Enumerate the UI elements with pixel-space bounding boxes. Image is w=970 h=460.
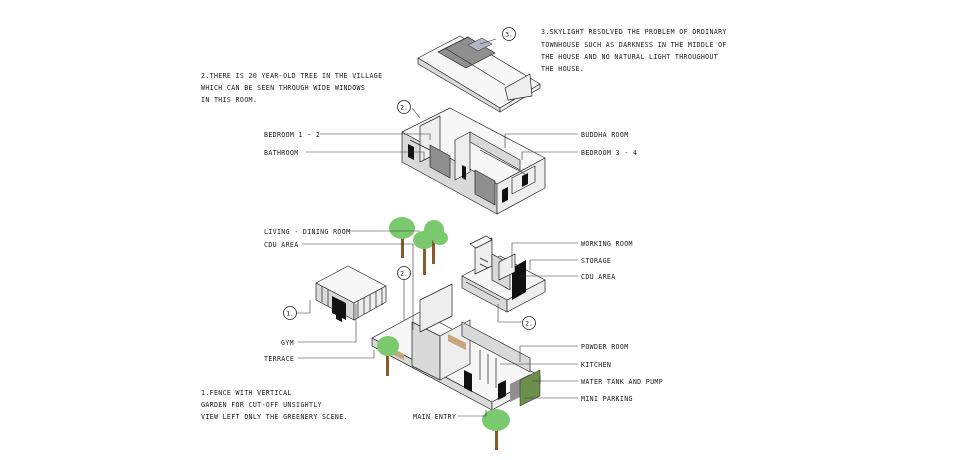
badge-2-lower: 2. <box>522 316 536 330</box>
label-water-tank: WATER TANK AND PUMP <box>581 378 663 386</box>
label-bedroom-1-2: BEDROOM 1 - 2 <box>264 131 320 139</box>
tree-group <box>377 217 510 450</box>
label-storage: STORAGE <box>581 257 611 265</box>
label-buddha-room: BUDDHA ROOM <box>581 131 629 139</box>
svg-text:3.SKYLIGHT RESOLVED THE PROBLE: 3.SKYLIGHT RESOLVED THE PROBLEM OF ORDIN… <box>541 28 727 36</box>
tree-icon-5 <box>482 409 510 450</box>
svg-text:1.: 1. <box>286 310 294 318</box>
svg-text:VIEW LEFT ONLY THE GREENERY SC: VIEW LEFT ONLY THE GREENERY SCENE. <box>201 413 348 421</box>
label-bathroom: BATHROOM <box>264 149 299 157</box>
svg-text:THE HOUSE.: THE HOUSE. <box>541 65 584 73</box>
note-skylight: 3.SKYLIGHT RESOLVED THE PROBLEM OF ORDIN… <box>541 28 727 73</box>
label-cdu-area-left: CDU AREA <box>264 241 299 249</box>
svg-text:1.FENCE WITH VERTICAL: 1.FENCE WITH VERTICAL <box>201 389 292 397</box>
roof-level <box>417 35 541 113</box>
svg-text:IN THIS ROOM.: IN THIS ROOM. <box>201 96 257 104</box>
tree-icon-3 <box>424 220 448 264</box>
svg-text:2.: 2. <box>400 104 408 112</box>
note-fence: 1.FENCE WITH VERTICAL GARDEN FOR CUT-OFF… <box>201 389 348 421</box>
badge-2-middle: 2. <box>397 266 411 280</box>
svg-text:WHICH CAN BE SEEN THROUGH WIDE: WHICH CAN BE SEEN THROUGH WIDE WINDOWS <box>201 84 365 92</box>
label-working-room: WORKING ROOM <box>581 240 633 248</box>
upper-floor <box>401 107 546 215</box>
label-powder-room: POWDER ROOM <box>581 343 629 351</box>
svg-text:3.: 3. <box>505 31 513 39</box>
note-tree: 2.THERE IS 20 YEAR-OLD TREE IN THE VILLA… <box>201 72 382 104</box>
label-main-entry: MAIN ENTRY <box>413 413 456 421</box>
label-gym: GYM <box>281 339 294 347</box>
tree-icon-4 <box>377 336 399 376</box>
badge-3: 3. <box>502 27 516 41</box>
label-bedroom-3-4: BEDROOM 3 - 4 <box>581 149 637 157</box>
leader-lines <box>297 38 578 417</box>
gym-pavilion <box>315 265 387 322</box>
svg-text:2.: 2. <box>400 270 408 278</box>
badge-2-upper: 2. <box>397 100 411 114</box>
ground-floor <box>371 283 541 411</box>
label-kitchen: KITCHEN <box>581 361 611 369</box>
working-room-block <box>461 235 546 313</box>
svg-text:TOWNHOUSE SUCH AS DARKNESS IN: TOWNHOUSE SUCH AS DARKNESS IN THE MIDDLE… <box>541 41 727 49</box>
label-mini-parking: MINI PARKING <box>581 395 633 403</box>
label-cdu-area-right: CDU AREA <box>581 273 616 281</box>
svg-text:GARDEN FOR CUT-OFF UNSIGHTLY: GARDEN FOR CUT-OFF UNSIGHTLY <box>201 401 322 409</box>
label-terrace: TERRACE <box>264 355 294 363</box>
tree-icon-1 <box>389 217 415 258</box>
badge-1: 1. <box>283 306 297 320</box>
svg-text:THE HOUSE AND NO NATURAL LIGHT: THE HOUSE AND NO NATURAL LIGHT THROUGHOU… <box>541 53 718 61</box>
svg-text:2.THERE IS 20 YEAR-OLD TREE IN: 2.THERE IS 20 YEAR-OLD TREE IN THE VILLA… <box>201 72 382 80</box>
svg-text:2.: 2. <box>525 320 533 328</box>
label-living-dining: LIVING - DINING ROOM <box>264 228 350 236</box>
